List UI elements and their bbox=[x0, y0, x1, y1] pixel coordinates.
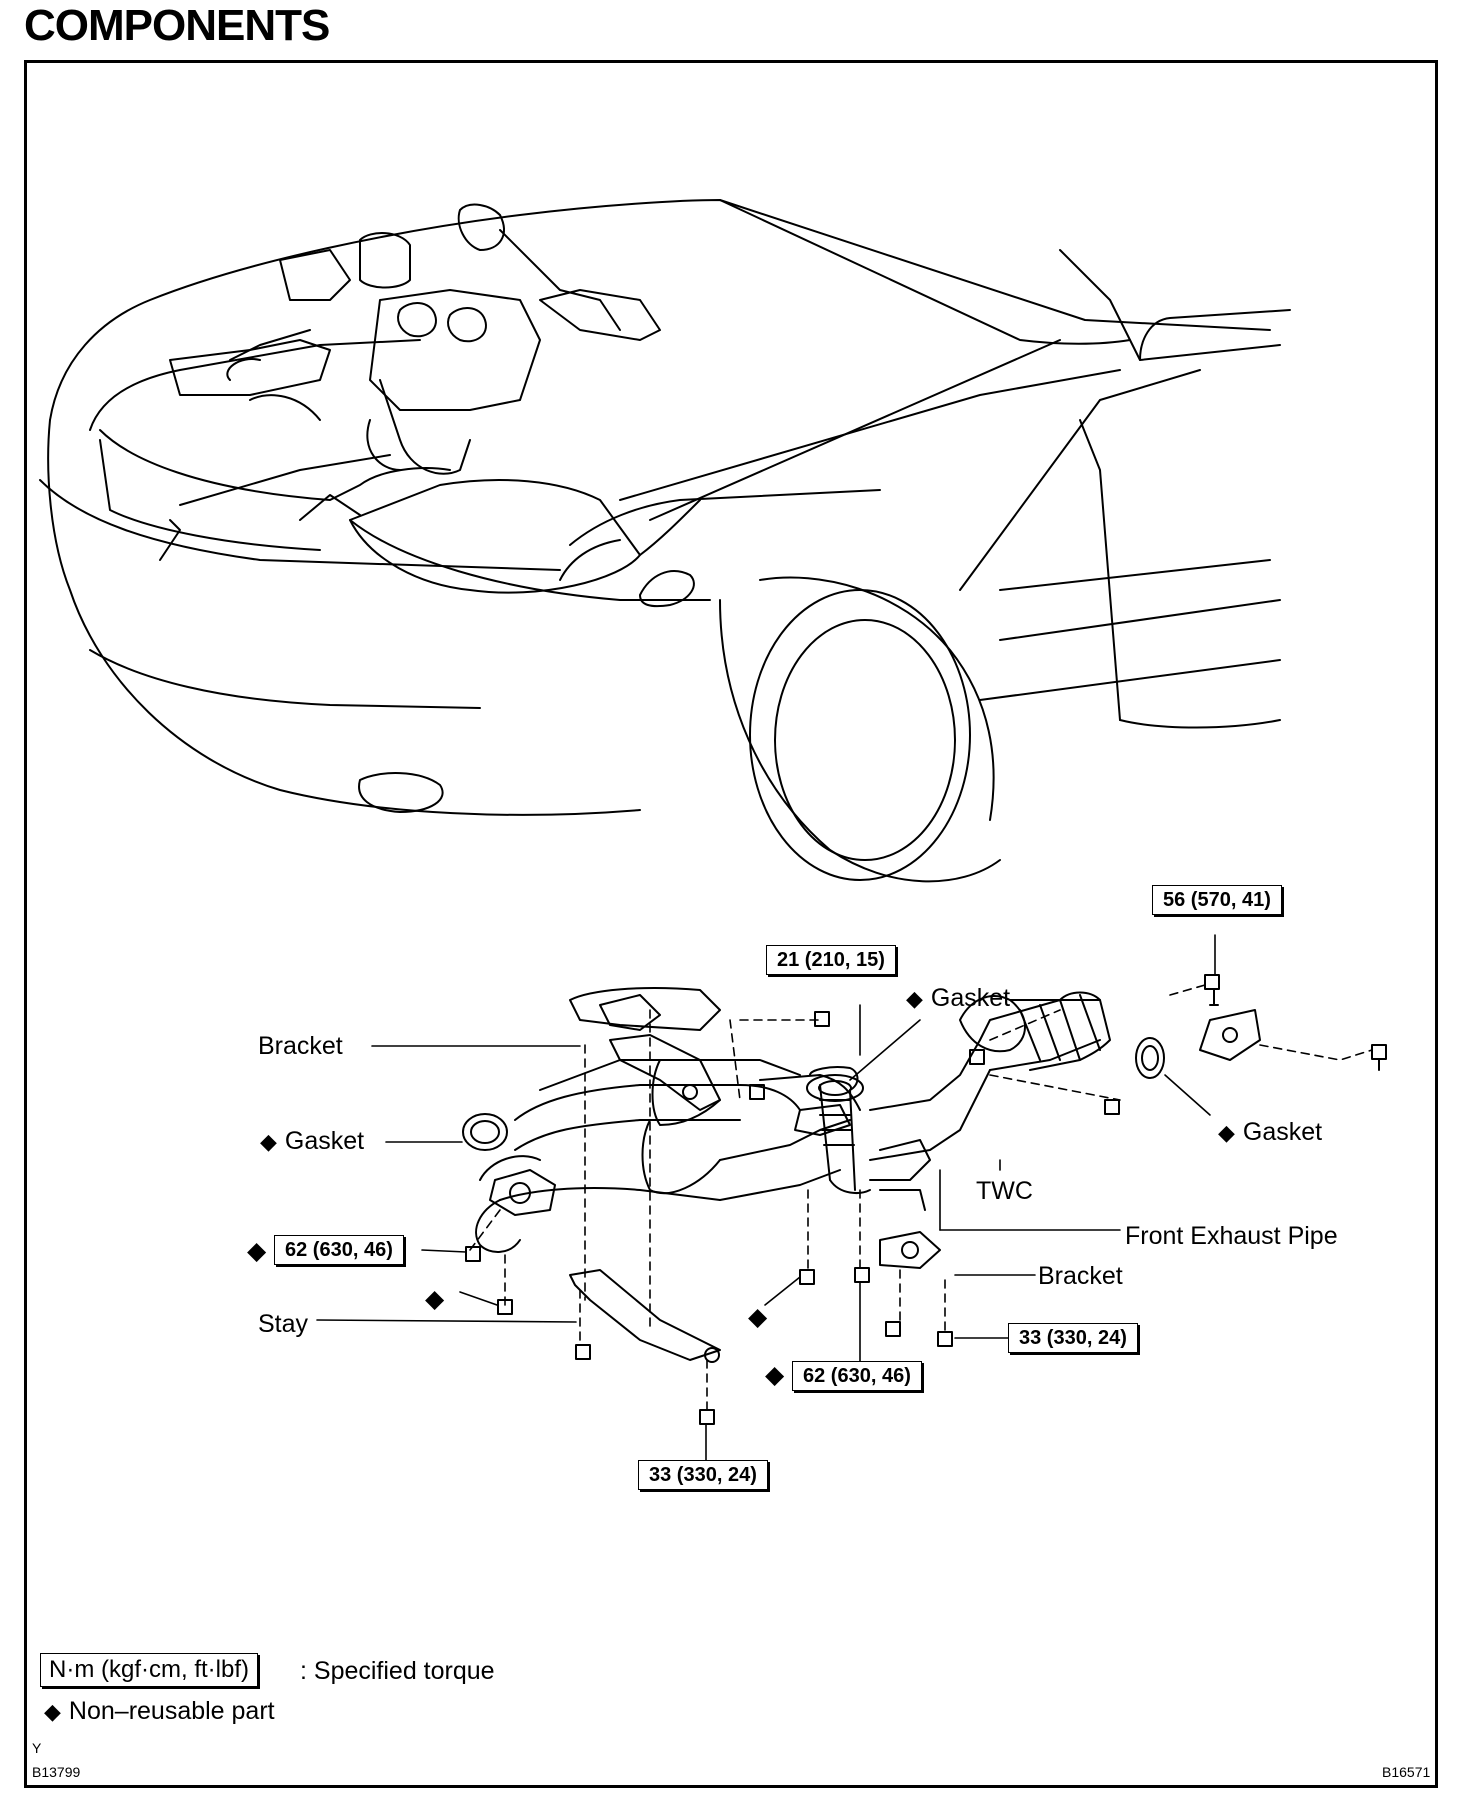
engine-bay bbox=[169, 203, 661, 475]
torque-33-bottom: 33 (330, 24) bbox=[638, 1460, 768, 1490]
label-bracket-right: Bracket bbox=[1038, 1262, 1123, 1290]
code-right: B16571 bbox=[1382, 1764, 1431, 1780]
legend-torque-unit: N·m (kgf·cm, ft·lbf) bbox=[40, 1653, 258, 1687]
label-gasket-center: ◆ Gasket bbox=[906, 984, 1010, 1013]
label-front-exhaust-pipe: Front Exhaust Pipe bbox=[1125, 1222, 1338, 1250]
label-gasket-right-text: Gasket bbox=[1242, 1118, 1323, 1146]
legend-nonreusable: ◆ Non–reusable part bbox=[44, 1697, 275, 1726]
torque-56: 56 (570, 41) bbox=[1152, 885, 1282, 915]
label-gasket-center-text: Gasket bbox=[930, 984, 1011, 1012]
label-twc: TWC bbox=[976, 1177, 1033, 1205]
flanges bbox=[489, 987, 1261, 1363]
label-gasket-left-text: Gasket bbox=[284, 1127, 365, 1155]
diamond-icon: ◆ bbox=[1218, 1120, 1235, 1145]
torque-33-right: 33 (330, 24) bbox=[1008, 1323, 1138, 1353]
code-y: Y bbox=[32, 1740, 42, 1756]
torque-62-left: 62 (630, 46) bbox=[274, 1235, 404, 1265]
label-gasket-left: ◆ Gasket bbox=[260, 1127, 364, 1156]
gaskets bbox=[462, 1037, 1165, 1151]
nonreusable-diamond-62-center: ◆ bbox=[765, 1361, 785, 1389]
page-title: COMPONENTS bbox=[24, 1, 330, 50]
legend-torque-desc: : Specified torque bbox=[300, 1657, 495, 1685]
leader-lines bbox=[316, 934, 1216, 1461]
diamond-icon: ◆ bbox=[44, 1699, 61, 1724]
nonreusable-diamond-stay: ◆ bbox=[425, 1285, 445, 1313]
exhaust-assembly bbox=[475, 991, 1111, 1253]
label-stay: Stay bbox=[258, 1310, 309, 1338]
diamond-icon: ◆ bbox=[260, 1129, 277, 1154]
diagram-frame bbox=[24, 60, 1438, 1788]
label-bracket-top: Bracket bbox=[258, 1032, 343, 1060]
diamond-icon: ◆ bbox=[906, 986, 923, 1011]
fasteners bbox=[465, 974, 1387, 1425]
nonreusable-diamond-62-left: ◆ bbox=[247, 1237, 267, 1265]
torque-62-center: 62 (630, 46) bbox=[792, 1361, 922, 1391]
torque-21: 21 (210, 15) bbox=[766, 945, 896, 975]
code-left: B13799 bbox=[32, 1764, 81, 1780]
legend-nonreusable-text: Non–reusable part bbox=[68, 1697, 275, 1725]
car-illustration bbox=[39, 199, 1291, 883]
nonreusable-diamond-nut: ◆ bbox=[748, 1303, 768, 1331]
label-gasket-right: ◆ Gasket bbox=[1218, 1118, 1322, 1147]
install-lines bbox=[469, 984, 1373, 1411]
